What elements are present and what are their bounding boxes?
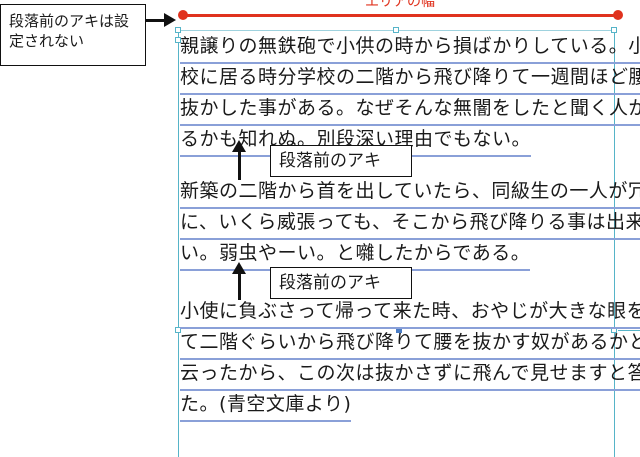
arrow-up-icon (232, 262, 246, 300)
paragraph-line: に、いくら威張っても、そこから飛び降りる事は出来ま (180, 208, 640, 240)
paragraph-line: 新築の二階から首を出していたら、同級生の一人が冗談 (180, 177, 640, 209)
callout-no-space-before: 段落前のアキは設定されない (0, 4, 146, 66)
paragraph-line: 校に居る時分学校の二階から飛び降りて一週間ほど腰を (180, 63, 640, 95)
frame-handle-top-left[interactable] (175, 27, 181, 33)
frame-handle-top-center[interactable] (393, 27, 399, 33)
callout-space-before-2: 段落前のアキ (270, 267, 412, 299)
text-frame-right-edge[interactable] (614, 30, 615, 457)
frame-in-port[interactable] (175, 37, 181, 43)
arrow-up-icon (232, 140, 246, 180)
area-width-start-dot (178, 10, 188, 20)
text-frame-left-edge[interactable] (178, 30, 179, 457)
area-width-indicator (182, 14, 618, 17)
paragraph-line: た。(青空文庫より) (180, 390, 352, 422)
area-width-label: エリアの幅 (365, 0, 435, 10)
paragraph-line: 抜かした事がある。なぜそんな無闇をしたと聞く人があ (180, 94, 640, 126)
paragraph-line: 小使に負ぶさって帰って来た時、おやじが大きな眼をし (180, 297, 640, 329)
paragraph-line: 親譲りの無鉄砲で小供の時から損ばかりしている。小学 (180, 32, 640, 64)
paragraph-line: 云ったから、この次は抜かさずに飛んで見せますと答え (180, 359, 640, 391)
area-width-end-dot (613, 10, 623, 20)
callout-space-before-1: 段落前のアキ (270, 145, 412, 177)
arrow-right-icon (146, 13, 176, 27)
frame-handle-middle-left[interactable] (175, 327, 181, 333)
frame-handle-top-right[interactable] (611, 27, 617, 33)
frame-connector-line (618, 330, 640, 331)
paragraph-line: て二階ぐらいから飛び降りて腰を抜かす奴があるかと (180, 328, 640, 360)
